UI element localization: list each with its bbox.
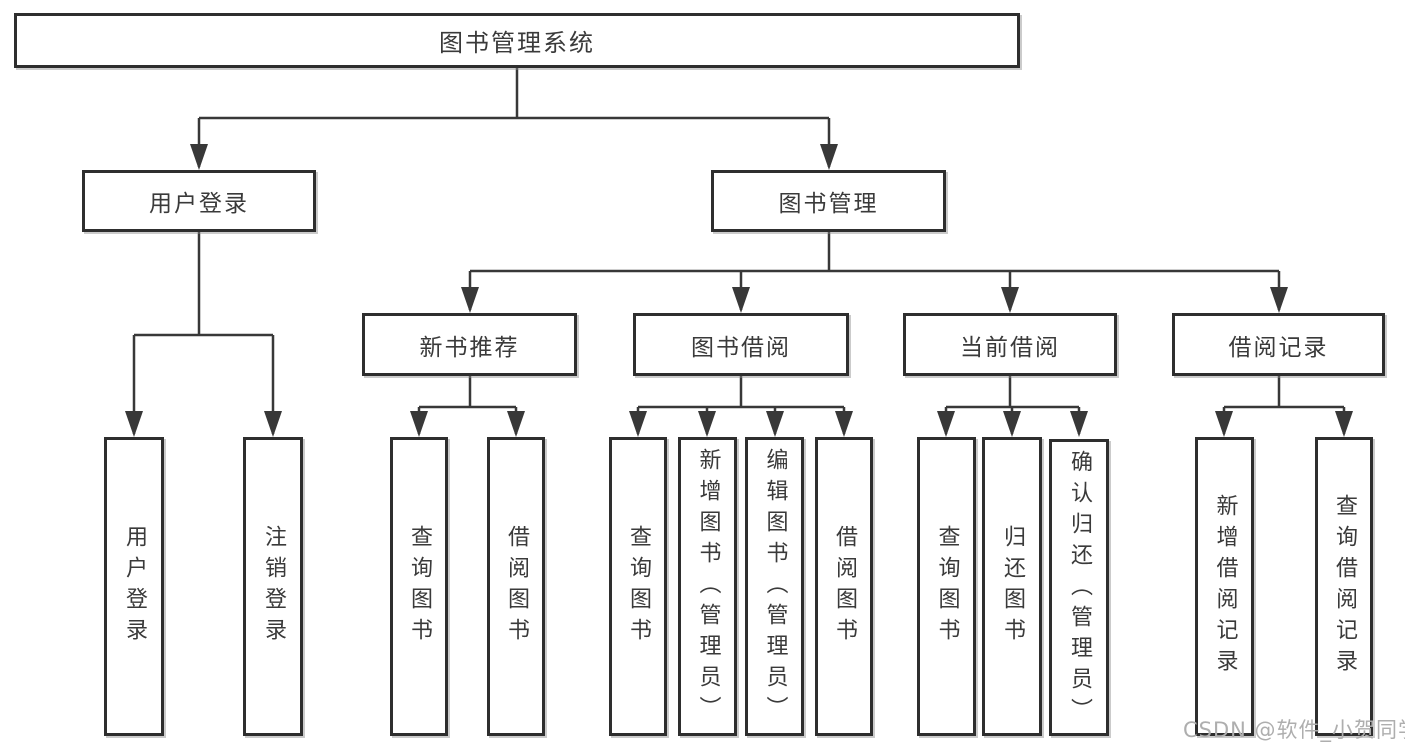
arrowhead-icon	[410, 411, 428, 437]
leaf-bb-borrow-books: 借阅图书	[815, 437, 873, 736]
edge-path	[132, 68, 1346, 434]
arrowhead-icon	[264, 411, 282, 437]
arrowhead-icon	[1215, 411, 1233, 437]
node-library-management-system: 图书管理系统	[14, 13, 1020, 68]
csdn-watermark: CSDN @软件_小贺同学	[1183, 718, 1405, 742]
leaf-br-add-record: 新增借阅记录	[1195, 437, 1254, 736]
arrowheads	[125, 144, 1353, 437]
arrowhead-icon	[190, 144, 208, 170]
arrowhead-icon	[698, 411, 716, 437]
node-user-login: 用户登录	[82, 170, 316, 232]
arrowhead-icon	[1270, 287, 1288, 313]
leaf-nbr-borrow-books: 借阅图书	[487, 437, 545, 736]
leaf-bb-edit-books-admin: 编辑图书（管理员）	[745, 437, 804, 736]
leaf-bb-add-books-admin: 新增图书（管理员）	[678, 437, 737, 736]
node-new-book-recommendation: 新书推荐	[362, 313, 577, 376]
node-current-borrowing: 当前借阅	[903, 313, 1117, 376]
arrowhead-icon	[820, 144, 838, 170]
node-book-borrowing: 图书借阅	[633, 313, 849, 376]
arrowhead-icon	[835, 411, 853, 437]
arrowhead-icon	[1070, 411, 1088, 437]
arrowhead-icon	[766, 411, 784, 437]
node-book-management: 图书管理	[711, 170, 946, 232]
leaf-nbr-query-books: 查询图书	[390, 437, 448, 736]
arrowhead-icon	[507, 411, 525, 437]
arrowhead-icon	[1335, 411, 1353, 437]
leaf-cb-confirm-return-admin: 确认归还（管理员）	[1049, 439, 1109, 736]
node-borrowing-records: 借阅记录	[1172, 313, 1385, 376]
leaf-cb-return-books: 归还图书	[982, 437, 1042, 736]
arrowhead-icon	[461, 287, 479, 313]
edge-lines	[132, 68, 1346, 434]
leaf-br-query-record: 查询借阅记录	[1315, 437, 1373, 736]
leaf-logout-login: 注销登录	[243, 437, 303, 736]
arrowhead-icon	[732, 287, 750, 313]
leaf-user-login: 用户登录	[104, 437, 164, 736]
leaf-bb-query-books: 查询图书	[609, 437, 667, 736]
arrowhead-icon	[937, 411, 955, 437]
leaf-cb-query-books: 查询图书	[917, 437, 976, 736]
arrowhead-icon	[629, 411, 647, 437]
arrowhead-icon	[1003, 411, 1021, 437]
arrowhead-icon	[1001, 287, 1019, 313]
arrowhead-icon	[125, 411, 143, 437]
